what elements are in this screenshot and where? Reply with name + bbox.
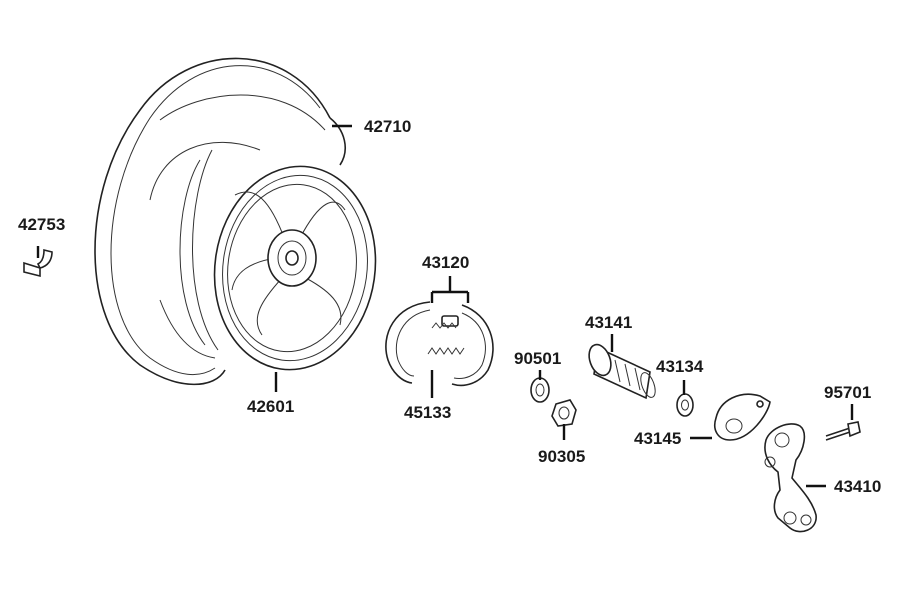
valve-drawing [23,248,53,278]
label-washer-b: 43134 [656,357,704,376]
brake-arm-drawing [764,423,817,533]
brake-cam-drawing [588,343,656,400]
washer-a-drawing [530,377,550,403]
bolt-drawing [825,421,861,441]
label-brake-spring: 45133 [404,403,451,422]
label-nut: 90305 [538,447,585,466]
label-brake-arm: 43410 [834,477,881,496]
label-brake-cam: 43141 [585,313,632,332]
label-tire: 42710 [364,117,411,136]
brake-spring-drawing [427,322,465,355]
label-valve: 42753 [18,215,65,234]
label-brake-shoe: 43120 [422,253,469,272]
label-rim: 42601 [247,397,294,416]
leader-lines [36,124,854,488]
nut-drawing [551,399,577,427]
brake-shoe-drawing [385,301,494,387]
label-bolt: 95701 [824,383,871,402]
label-washer-a: 90501 [514,349,561,368]
rim-drawing [179,149,377,371]
indicator-plate-drawing [714,393,771,441]
washer-b-drawing [676,393,694,417]
label-indicator-plate: 43145 [634,429,681,448]
tire-drawing [94,57,346,386]
